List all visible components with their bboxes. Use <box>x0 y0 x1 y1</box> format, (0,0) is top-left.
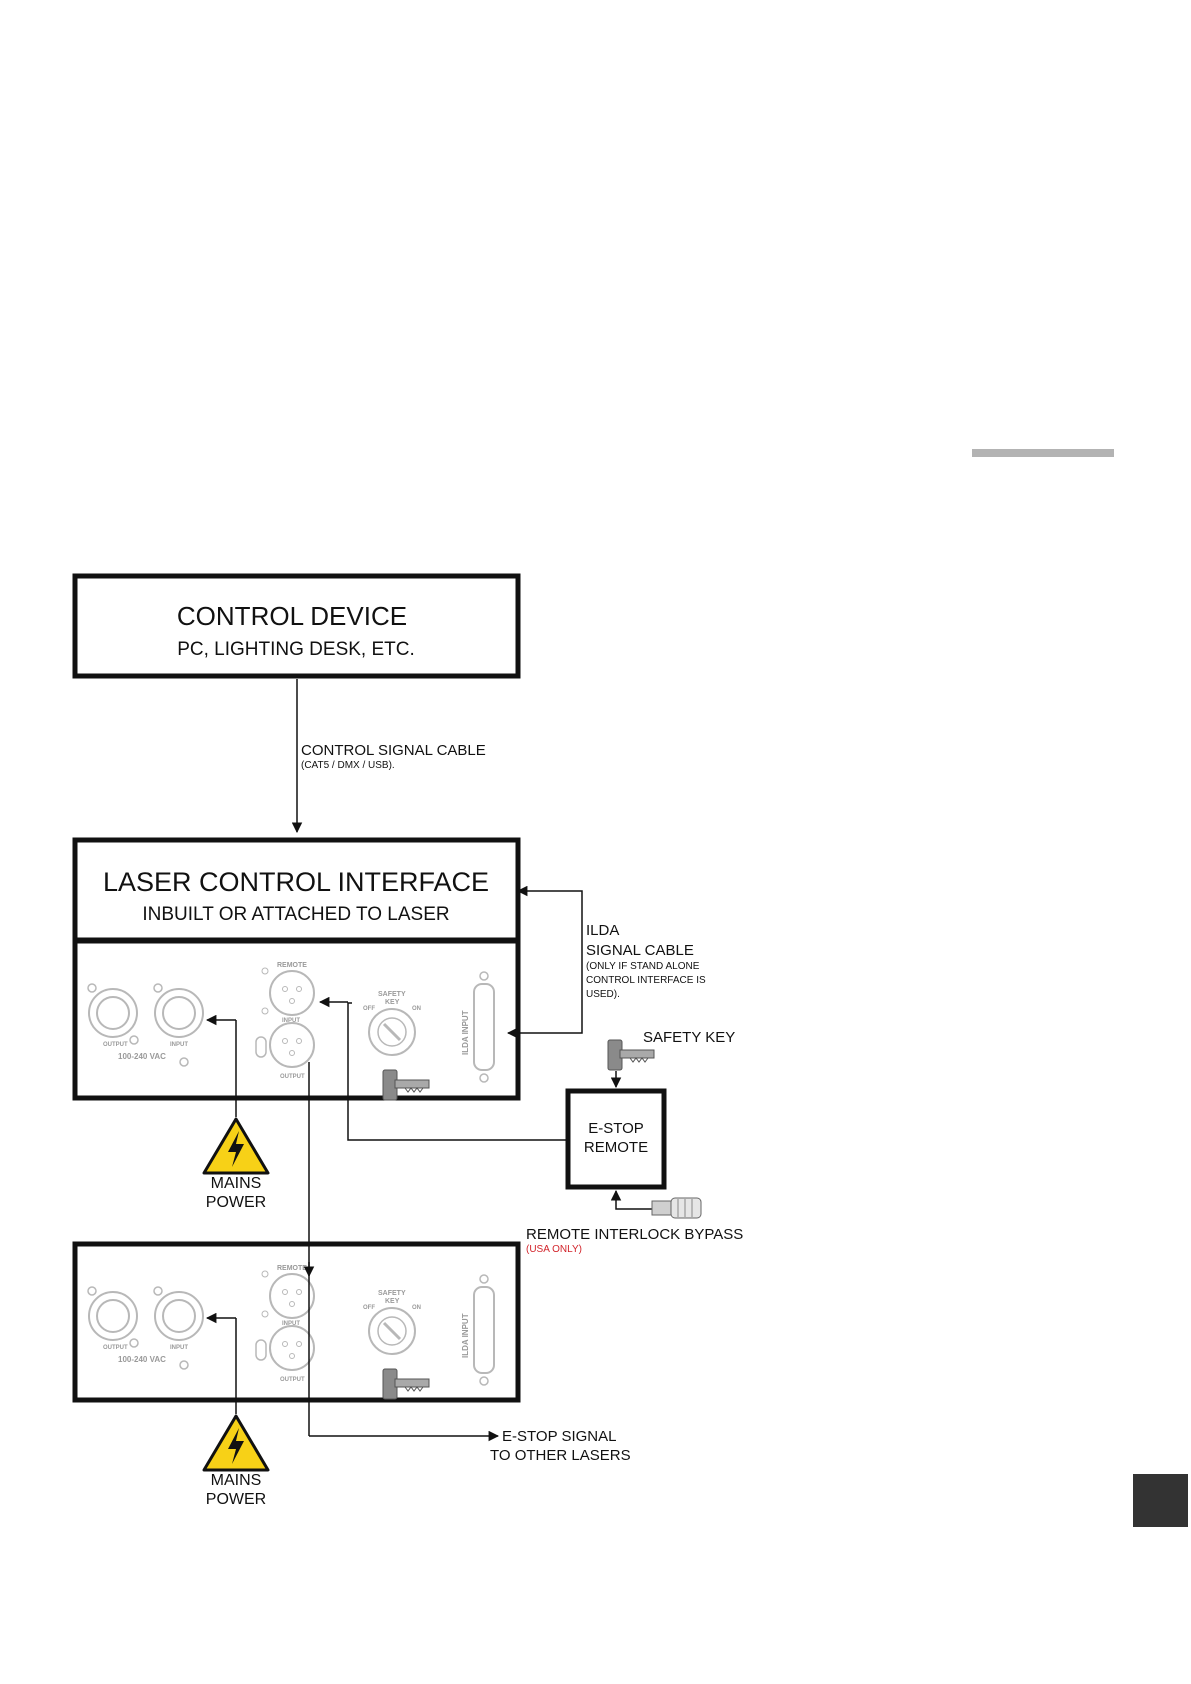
laser-panel-2: OUTPUT INPUT 100-240 VAC REMOTE INPUT OU… <box>72 1241 521 1403</box>
panel-label: INPUT <box>282 1321 300 1327</box>
control-signal-cable-label: CONTROL SIGNAL CABLE <box>301 742 486 759</box>
panel-label: SAFETY <box>378 991 406 998</box>
remote-xlr-connector <box>269 970 315 1016</box>
safety-key-switch <box>368 1008 416 1056</box>
ilda-note-line2: CONTROL INTERFACE IS <box>586 975 706 986</box>
estop-signal-line2: TO OTHER LASERS <box>490 1447 631 1464</box>
power-output-socket <box>88 988 138 1038</box>
laser-control-interface-title: LASER CONTROL INTERFACE <box>103 867 489 897</box>
panel-label: ILDA INPUT <box>461 1313 470 1358</box>
panel-label: OUTPUT <box>103 1345 128 1351</box>
ilda-input-connector <box>473 983 495 1071</box>
safety-key-label: SAFETY KEY <box>643 1029 735 1046</box>
warning-2-icon <box>202 1414 270 1472</box>
control-device-subtitle: PC, LIGHTING DESK, ETC. <box>177 639 415 660</box>
panel-label: ON <box>412 1006 421 1012</box>
interlock-bypass-line <box>610 1189 652 1210</box>
laser-control-interface-subtitle: INBUILT OR ATTACHED TO LASER <box>142 904 449 925</box>
panel-label: OUTPUT <box>280 1377 305 1383</box>
panel-label: OUTPUT <box>103 1042 128 1048</box>
power-input-socket <box>154 988 204 1038</box>
ilda-label-line1: ILDA <box>586 922 619 939</box>
estop-remote-box: E-STOP REMOTE <box>565 1088 667 1190</box>
control-device-title: CONTROL DEVICE <box>177 601 407 631</box>
panel-label: INPUT <box>170 1042 188 1048</box>
estop-remote-line <box>347 1002 566 1141</box>
interlock-bypass-label: REMOTE INTERLOCK BYPASS <box>526 1226 743 1243</box>
ilda-note-line1: (ONLY IF STAND ALONE <box>586 961 700 972</box>
warning-1-icon <box>202 1117 270 1175</box>
laser-control-interface-box: LASER CONTROL INTERFACE INBUILT OR ATTAC… <box>72 837 521 943</box>
mains-power-1-line2: POWER <box>206 1194 266 1211</box>
estop-signal-line1: E-STOP SIGNAL <box>502 1428 617 1445</box>
panel-label: 100-240 VAC <box>118 1355 166 1364</box>
panel-label: KEY <box>385 1298 400 1305</box>
ilda-note-line3: USED). <box>586 989 620 1000</box>
panel-label: 100-240 VAC <box>118 1052 166 1061</box>
mains-power-1-line1: MAINS <box>211 1175 262 1192</box>
panel-label: INPUT <box>282 1018 300 1024</box>
dmx-xlr-connector <box>269 1022 315 1068</box>
mains-power-2-line1: MAINS <box>211 1472 262 1489</box>
ilda-label-line2: SIGNAL CABLE <box>586 942 694 959</box>
panel-label: ILDA INPUT <box>461 1010 470 1055</box>
panel-label: KEY <box>385 999 400 1006</box>
ilda-signal-cable-line <box>506 885 583 1039</box>
control-device-box: CONTROL DEVICE PC, LIGHTING DESK, ETC. <box>72 573 521 679</box>
panel-label: OFF <box>363 1305 375 1311</box>
header-bar <box>972 449 1114 457</box>
panel-label: OFF <box>363 1006 375 1012</box>
bypass-plug-icon <box>651 1197 702 1219</box>
estop-remote-line1: E-STOP <box>588 1120 644 1137</box>
laser-panel-1: OUTPUT INPUT 100-240 VAC REMOTE INPUT OU… <box>72 938 521 1101</box>
panel-label: REMOTE <box>277 1265 307 1272</box>
panel-label: REMOTE <box>277 962 307 969</box>
panel-label: SAFETY <box>378 1290 406 1297</box>
mains-power-2-line2: POWER <box>206 1491 266 1508</box>
page-tab <box>1133 1474 1188 1527</box>
panel-label: INPUT <box>170 1345 188 1351</box>
panel-label: OUTPUT <box>280 1074 305 1080</box>
interlock-bypass-note: (USA ONLY) <box>526 1244 582 1255</box>
panel-label: ON <box>412 1305 421 1311</box>
control-signal-cable-note: (CAT5 / DMX / USB). <box>301 760 395 771</box>
estop-remote-line2: REMOTE <box>584 1139 648 1156</box>
